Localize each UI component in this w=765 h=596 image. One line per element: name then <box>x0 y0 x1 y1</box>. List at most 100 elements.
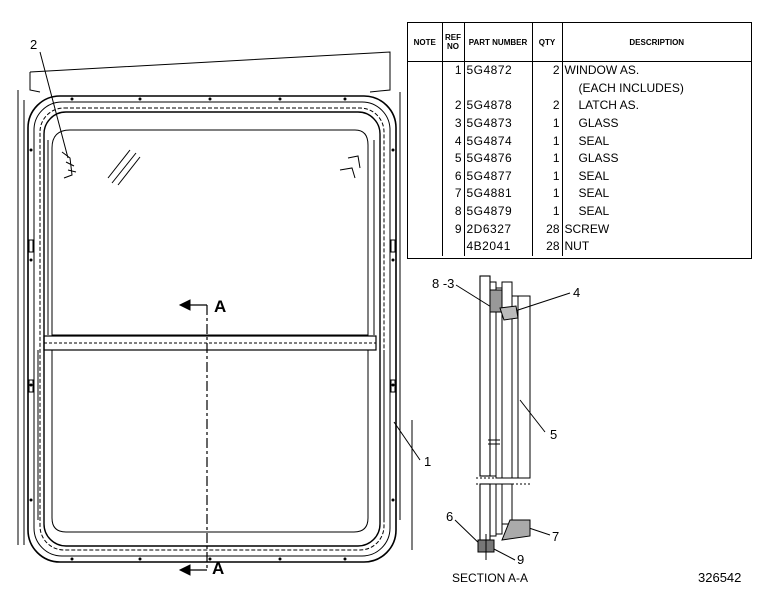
cell-ref-no <box>442 237 465 256</box>
cell-qty: 1 <box>532 132 563 150</box>
cell-qty: 28 <box>532 220 563 238</box>
cell-qty: 2 <box>532 97 563 115</box>
cell-note <box>408 185 443 203</box>
section-marker-bottom: A <box>212 559 225 578</box>
table-header-row: NOTE REF NO PART NUMBER QTY DESCRIPTION <box>408 23 751 62</box>
cell-qty: 2 <box>532 61 563 80</box>
cell-note <box>408 220 443 238</box>
cell-ref-no: 5 <box>442 149 465 168</box>
cell-note <box>408 97 443 115</box>
callout-seal-7: 7 <box>552 529 560 544</box>
window-frame <box>27 95 397 563</box>
frame-bolts <box>29 97 395 561</box>
cell-ref-no: 2 <box>442 97 465 115</box>
callout-seal-6: 6 <box>446 509 454 524</box>
cell-description: SEAL <box>578 186 610 201</box>
cell-note <box>408 149 443 168</box>
cell-note <box>408 167 443 186</box>
header-note: NOTE <box>408 23 443 62</box>
callout-seal-glass: 8 -3 <box>432 276 455 291</box>
cell-description: LATCH AS. <box>578 98 639 113</box>
header-part-number: PART NUMBER <box>464 23 533 62</box>
cell-description: SEAL <box>578 133 610 148</box>
cell-part-number: 5G4876 <box>464 149 533 168</box>
cell-ref-no: 4 <box>442 132 465 150</box>
latch-right <box>339 155 361 179</box>
callout-seal-4: 4 <box>573 285 581 300</box>
cell-ref-no: 7 <box>442 185 465 203</box>
section-marker-top: A <box>214 297 227 316</box>
cell-qty: 1 <box>532 185 563 203</box>
callout-window: 1 <box>424 454 432 469</box>
cab-roof-outline <box>17 51 413 550</box>
cell-description: SCREW <box>564 221 610 236</box>
drawing-number: 326542 <box>698 570 742 585</box>
cell-qty: 1 <box>532 202 563 221</box>
cell-qty: 1 <box>532 114 563 133</box>
cell-part-number <box>464 79 533 98</box>
cell-note <box>408 79 443 98</box>
section-arrow-bottom <box>178 564 191 576</box>
cell-description: SEAL <box>578 204 610 219</box>
cell-part-number: 5G4881 <box>464 185 533 203</box>
header-description: DESCRIPTION <box>562 23 751 62</box>
cell-description: NUT <box>564 239 590 254</box>
cell-part-number: 2D6327 <box>464 220 533 238</box>
mid-rail <box>43 335 377 351</box>
cell-note <box>408 237 443 256</box>
table-row: (EACH INCLUDES) <box>408 79 751 98</box>
cell-part-number: 4B2041 <box>464 237 533 256</box>
cell-part-number: 5G4873 <box>464 114 533 133</box>
cell-note <box>408 202 443 221</box>
cell-qty: 1 <box>532 149 563 168</box>
cell-ref-no: 9 <box>442 220 465 238</box>
cell-ref-no: 1 <box>442 61 465 80</box>
header-ref-no: REF NO <box>442 23 465 62</box>
cell-part-number: 5G4874 <box>464 132 533 150</box>
cell-note <box>408 132 443 150</box>
cell-qty <box>532 79 563 98</box>
cell-description: SEAL <box>578 168 610 183</box>
cell-ref-no: 3 <box>442 114 465 133</box>
cell-qty: 28 <box>532 237 563 256</box>
cell-part-number: 5G4877 <box>464 167 533 186</box>
side-hinges <box>28 239 396 393</box>
cell-ref-no <box>442 79 465 98</box>
section-arrow-top <box>178 299 191 311</box>
section-label: SECTION A-A <box>452 571 529 585</box>
cell-description: GLASS <box>578 151 619 166</box>
callout-glass-5: 5 <box>550 427 558 442</box>
section-cut-line <box>178 299 208 576</box>
cell-ref-no: 6 <box>442 167 465 186</box>
lower-glass-pane <box>37 349 385 533</box>
parts-list-table: NOTE REF NO PART NUMBER QTY DESCRIPTION … <box>407 22 752 259</box>
latch-left <box>61 151 77 179</box>
cell-description: GLASS <box>578 116 619 131</box>
leader-lines <box>39 51 571 561</box>
cell-note <box>408 61 443 80</box>
cell-description: (EACH INCLUDES) <box>578 80 684 95</box>
callout-latch: 2 <box>30 37 38 52</box>
cell-qty: 1 <box>532 167 563 186</box>
section-detail <box>476 275 532 560</box>
callout-screw-9: 9 <box>517 552 525 567</box>
cell-part-number: 5G4872 <box>464 61 533 80</box>
cell-description: WINDOW AS. <box>564 63 640 78</box>
cell-part-number: 5G4879 <box>464 202 533 221</box>
upper-glass-pane <box>47 129 375 336</box>
cell-part-number: 5G4878 <box>464 97 533 115</box>
cell-note <box>408 114 443 133</box>
cell-ref-no: 8 <box>442 202 465 221</box>
header-qty: QTY <box>532 23 563 62</box>
